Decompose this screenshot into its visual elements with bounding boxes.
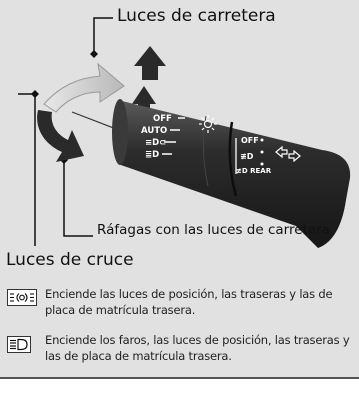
- turn-signal-arrows-icon: [275, 145, 301, 163]
- high-beam-label: Luces de carretera: [117, 6, 276, 26]
- low-beam-label: Luces de cruce: [6, 250, 134, 270]
- high-beam-arrow-icon: [134, 46, 166, 80]
- lever-mark-fog: ≢D: [240, 152, 254, 161]
- flash-label: Ráfagas con las luces de carretera: [97, 222, 330, 238]
- lever-mark-off-left: OFF: [153, 114, 172, 124]
- flash-leader: [63, 160, 93, 237]
- low-beam-leader-dot: [31, 90, 39, 98]
- lever-mark-parking: ≡D⊂: [145, 138, 166, 148]
- high-beam-leader-dot: [90, 50, 98, 58]
- callout-lines: [18, 17, 113, 246]
- lever-mark-headlight: ≣D: [145, 150, 159, 160]
- low-beam-arrow-icon: [37, 110, 84, 162]
- lever-mark-auto: AUTO: [141, 126, 167, 136]
- parking-lights-icon: [7, 289, 37, 306]
- low-beam-leader: [18, 93, 36, 246]
- lever-mark-rear-fog: ≢D REAR: [236, 167, 272, 175]
- parking-lights-description: Enciende las luces de posición, las tras…: [45, 287, 333, 317]
- high-beam-leader: [93, 17, 113, 54]
- lever-mark-off-right: OFF: [241, 136, 259, 145]
- auto-light-sun-icon: [199, 115, 217, 133]
- lever-body: [112, 99, 351, 248]
- headlight-lever-diagram: OFF AUTO ≡D⊂ ≣D OFF ≢D ≢D REAR: [18, 17, 351, 248]
- flash-arrow-icon: [43, 62, 125, 113]
- headlights-description: Enciende los faros, las luces de posició…: [45, 333, 350, 363]
- headlights-icon: [7, 336, 31, 353]
- bottom-rule: [0, 377, 359, 379]
